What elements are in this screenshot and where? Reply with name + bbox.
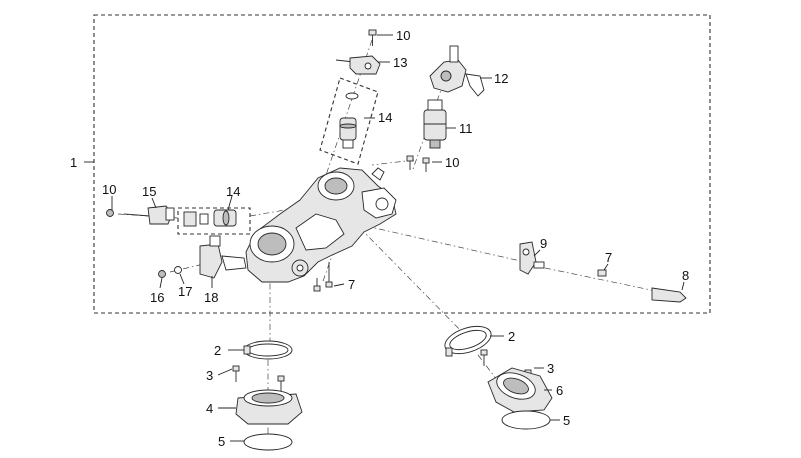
o-ring-right <box>501 410 551 430</box>
screw-7-right <box>597 269 607 277</box>
intake-adapter-right <box>487 367 553 413</box>
sensor-left <box>123 205 175 225</box>
screws-lower <box>313 262 333 292</box>
callout-13: 13 <box>393 55 407 70</box>
map-sensor <box>519 241 545 275</box>
hose-clamp-right <box>444 325 492 357</box>
callout-9: 9 <box>540 236 547 251</box>
callout-12: 12 <box>494 71 508 86</box>
o-ring-left <box>243 433 293 451</box>
throttle-body <box>245 167 397 283</box>
injector-subassembly-frame-upper <box>319 77 379 165</box>
screw-right-b <box>406 155 414 170</box>
callout-5-right: 5 <box>563 413 570 428</box>
screw-right <box>422 157 430 172</box>
callout-3-right: 3 <box>547 361 554 376</box>
fuel-pipe <box>429 45 485 97</box>
intake-adapter-left <box>235 389 303 425</box>
screws-3-left <box>232 365 285 392</box>
callout-11: 11 <box>459 121 473 136</box>
callout-2-right: 2 <box>508 329 515 344</box>
callout-7-right: 7 <box>605 250 612 265</box>
fuel-injector-left <box>183 209 237 227</box>
callout-6: 6 <box>556 383 563 398</box>
nut-16 <box>158 270 166 278</box>
callout-labels: 1 10 13 12 14 11 10 10 15 14 9 7 8 7 16 … <box>70 28 689 449</box>
injector-subassembly-frame-left <box>177 207 251 235</box>
assembly-axis-lines <box>117 39 681 438</box>
throttle-sensor-bracket <box>199 235 247 279</box>
callout-10-right: 10 <box>445 155 459 170</box>
callout-15: 15 <box>142 184 156 199</box>
nut-left <box>106 209 114 217</box>
callout-8: 8 <box>682 268 689 283</box>
fuel-injector-upper <box>339 92 359 149</box>
idle-air-control-valve <box>423 99 447 149</box>
callout-14-upper: 14 <box>378 110 392 125</box>
callout-17: 17 <box>178 284 192 299</box>
callout-18: 18 <box>204 290 218 305</box>
callout-5-left: 5 <box>218 434 225 449</box>
callout-1: 1 <box>70 155 77 170</box>
assembly-boundary-frame <box>93 14 711 314</box>
callout-leader-lines <box>84 34 685 442</box>
fuel-rail-connector <box>335 55 381 75</box>
hose-clamp-left <box>243 340 293 360</box>
callout-2-left: 2 <box>214 343 221 358</box>
callout-14-left: 14 <box>226 184 240 199</box>
screw-top <box>368 29 377 46</box>
callout-3-left: 3 <box>206 368 213 383</box>
callout-10-top: 10 <box>396 28 410 43</box>
callout-10-left: 10 <box>102 182 116 197</box>
vacuum-hose <box>651 287 687 303</box>
callout-7-lower: 7 <box>348 277 355 292</box>
callout-16: 16 <box>150 290 164 305</box>
callout-4: 4 <box>206 401 213 416</box>
washer-17 <box>174 266 182 274</box>
